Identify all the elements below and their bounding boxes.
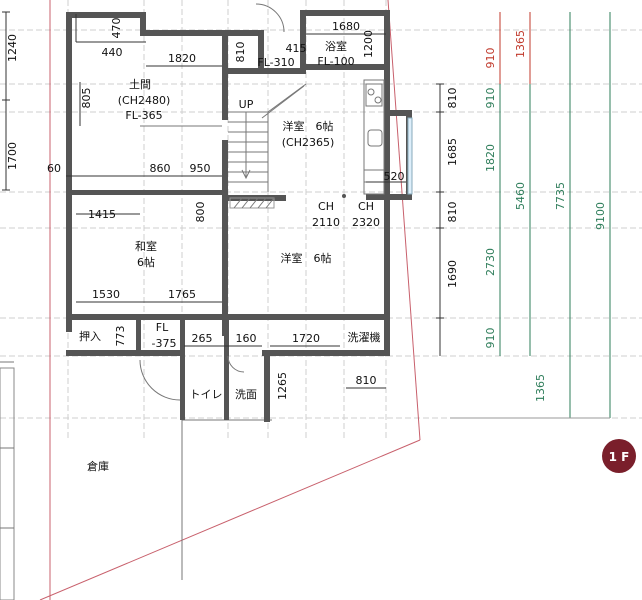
label-fl375: FL xyxy=(156,321,169,334)
label-oshiire: 押入 xyxy=(79,329,101,343)
dim-810-bottom: 810 xyxy=(356,374,377,387)
dim-1820: 1820 xyxy=(168,52,196,65)
window-east xyxy=(407,117,413,195)
column-marker xyxy=(342,194,346,198)
stair-hatch xyxy=(229,197,275,209)
dim-415: 415 xyxy=(286,42,307,55)
property-lines xyxy=(0,0,421,600)
label-ch-left: CH xyxy=(318,200,334,213)
label-ch-left-value: 2110 xyxy=(312,216,340,229)
door-swing-wash xyxy=(227,355,245,373)
dim-60: 60 xyxy=(47,162,61,175)
dim-r3-5460: 5460 xyxy=(514,182,527,210)
dimension-values: 470 440 1820 1680 810 415 1200 805 60 86… xyxy=(6,18,607,403)
dim-1700: 1700 xyxy=(6,142,19,170)
label-ch-right-value: 2320 xyxy=(352,216,380,229)
dim-r1-810b: 810 xyxy=(446,202,459,223)
label-fl375-value: -375 xyxy=(152,337,177,350)
label-youshitsu1-ch: (CH2365) xyxy=(282,136,335,149)
dim-1265: 1265 xyxy=(276,372,289,400)
dim-1530: 1530 xyxy=(92,288,120,301)
dim-950: 950 xyxy=(190,162,211,175)
dim-860: 860 xyxy=(150,162,171,175)
dim-r1-810: 810 xyxy=(446,88,459,109)
label-doma-fl: FL-365 xyxy=(125,109,162,122)
label-doma: 土間 xyxy=(129,78,151,91)
dim-810-top: 810 xyxy=(234,42,247,63)
dim-1720: 1720 xyxy=(292,332,320,345)
storage-block xyxy=(0,367,272,600)
label-washitsu: 和室 xyxy=(135,239,157,253)
dim-440: 440 xyxy=(102,46,123,59)
label-bath: 浴室 xyxy=(325,39,347,53)
label-senmen: 洗面 xyxy=(235,388,257,401)
dim-800: 800 xyxy=(194,202,207,223)
dim-160: 160 xyxy=(236,332,257,345)
label-bath-fl: FL-100 xyxy=(317,55,354,68)
dimension-lines xyxy=(2,11,611,419)
dim-1200: 1200 xyxy=(362,30,375,58)
label-youshitsu2: 洋室 6帖 xyxy=(281,251,332,265)
label-doma-ch: (CH2480) xyxy=(118,94,171,107)
label-stair: UP xyxy=(239,98,254,111)
dim-r1-1685: 1685 xyxy=(446,138,459,166)
label-washitsu-size: 6帖 xyxy=(137,256,155,269)
dim-r2-910c: 910 xyxy=(484,328,497,349)
dim-520: 520 xyxy=(384,170,405,183)
dim-r2-910a: 910 xyxy=(484,88,497,109)
room-labels: 土間 (CH2480) FL-365 FL-310 浴室 FL-100 UP 洋… xyxy=(79,39,381,473)
dim-r2-1820: 1820 xyxy=(484,144,497,172)
label-hall-fl: FL-310 xyxy=(257,56,294,69)
floor-badge: 1 F xyxy=(602,439,636,473)
label-souko: 倉庫 xyxy=(87,459,109,473)
dim-805: 805 xyxy=(80,88,93,109)
dim-r5-9100: 9100 xyxy=(594,202,607,230)
dim-773: 773 xyxy=(114,326,127,347)
label-sentakuki: 洗濯機 xyxy=(348,330,381,344)
kitchen-counter xyxy=(363,79,385,195)
dim-470: 470 xyxy=(110,18,123,39)
door-swing-toilet xyxy=(139,359,181,401)
dim-1415: 1415 xyxy=(88,208,116,221)
dim-1765: 1765 xyxy=(168,288,196,301)
dim-1240: 1240 xyxy=(6,34,19,62)
door-swing-top xyxy=(255,3,285,33)
dim-r-910-red: 910 xyxy=(484,48,497,69)
label-ch-right: CH xyxy=(358,200,374,213)
dim-r1-1690: 1690 xyxy=(446,260,459,288)
dim-r2-2730: 2730 xyxy=(484,248,497,276)
staircase xyxy=(228,83,307,192)
dim-1680: 1680 xyxy=(332,20,360,33)
dim-r-1365-red: 1365 xyxy=(514,30,527,58)
dim-r4-7735: 7735 xyxy=(554,182,567,210)
label-youshitsu1: 洋室 6帖 xyxy=(283,119,334,133)
label-toilet: トイレ xyxy=(190,388,223,401)
dim-265: 265 xyxy=(192,332,213,345)
floor-badge-label: 1 F xyxy=(609,450,630,464)
dim-r3-1365: 1365 xyxy=(534,374,547,402)
